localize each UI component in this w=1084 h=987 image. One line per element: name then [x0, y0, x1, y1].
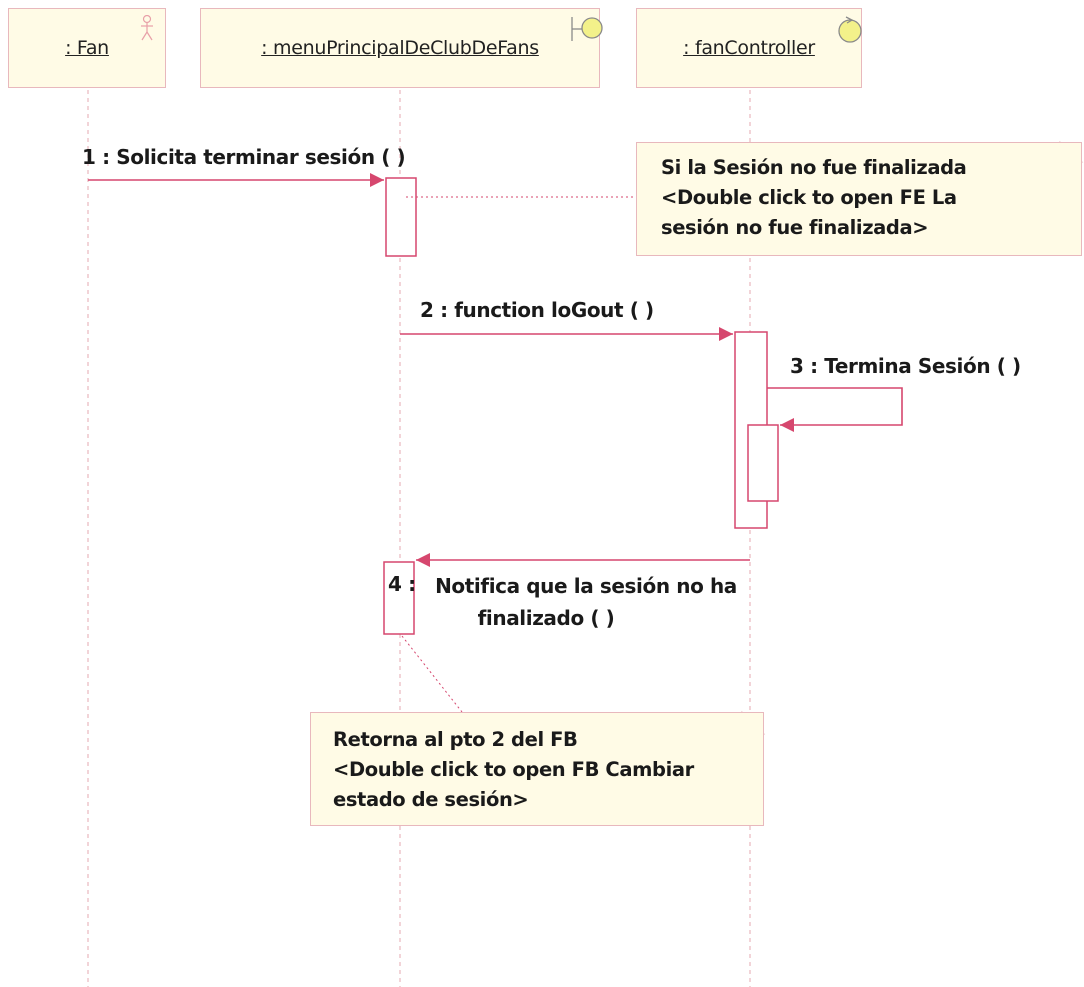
- message-3-arrow: [767, 387, 903, 432]
- note-session-not-finished[interactable]: Si la Sesión no fue finalizada <Double c…: [636, 142, 1082, 256]
- activation-controller-2: [747, 424, 779, 502]
- message-3-label: 3 : Termina Sesión ( ): [790, 354, 1021, 378]
- note-2-text: Retorna al pto 2 del FB <Double click to…: [333, 728, 694, 811]
- lifeline-header-menu[interactable]: : menuPrincipalDeClubDeFans: [200, 8, 603, 88]
- note-return-to-step-2[interactable]: Retorna al pto 2 del FB <Double click to…: [310, 712, 764, 826]
- note-2-anchor: [401, 635, 463, 713]
- activation-menu-1: [385, 177, 417, 257]
- message-4-label-line1: Notifica que la sesión no ha: [435, 574, 737, 598]
- message-4-prefix: 4 :: [388, 572, 416, 596]
- lifeline-header-fan[interactable]: : Fan: [8, 8, 166, 88]
- message-4-label-line2: finalizado ( ): [477, 606, 615, 630]
- control-icon: [838, 16, 862, 43]
- lifeline-label-menu: : menuPrincipalDeClubDeFans: [261, 37, 539, 59]
- lifeline-header-controller[interactable]: : fanController: [636, 8, 862, 88]
- boundary-icon: [571, 17, 603, 41]
- activation-menu-2: [383, 561, 415, 635]
- lifeline-label-fan: : Fan: [65, 37, 109, 59]
- message-2-label: 2 : function loGout ( ): [420, 298, 654, 322]
- note-1-text: Si la Sesión no fue finalizada <Double c…: [661, 156, 967, 239]
- actor-icon: [141, 15, 153, 41]
- message-1-label: 1 : Solicita terminar sesión ( ): [82, 145, 406, 169]
- lifeline-label-controller: : fanController: [683, 37, 815, 59]
